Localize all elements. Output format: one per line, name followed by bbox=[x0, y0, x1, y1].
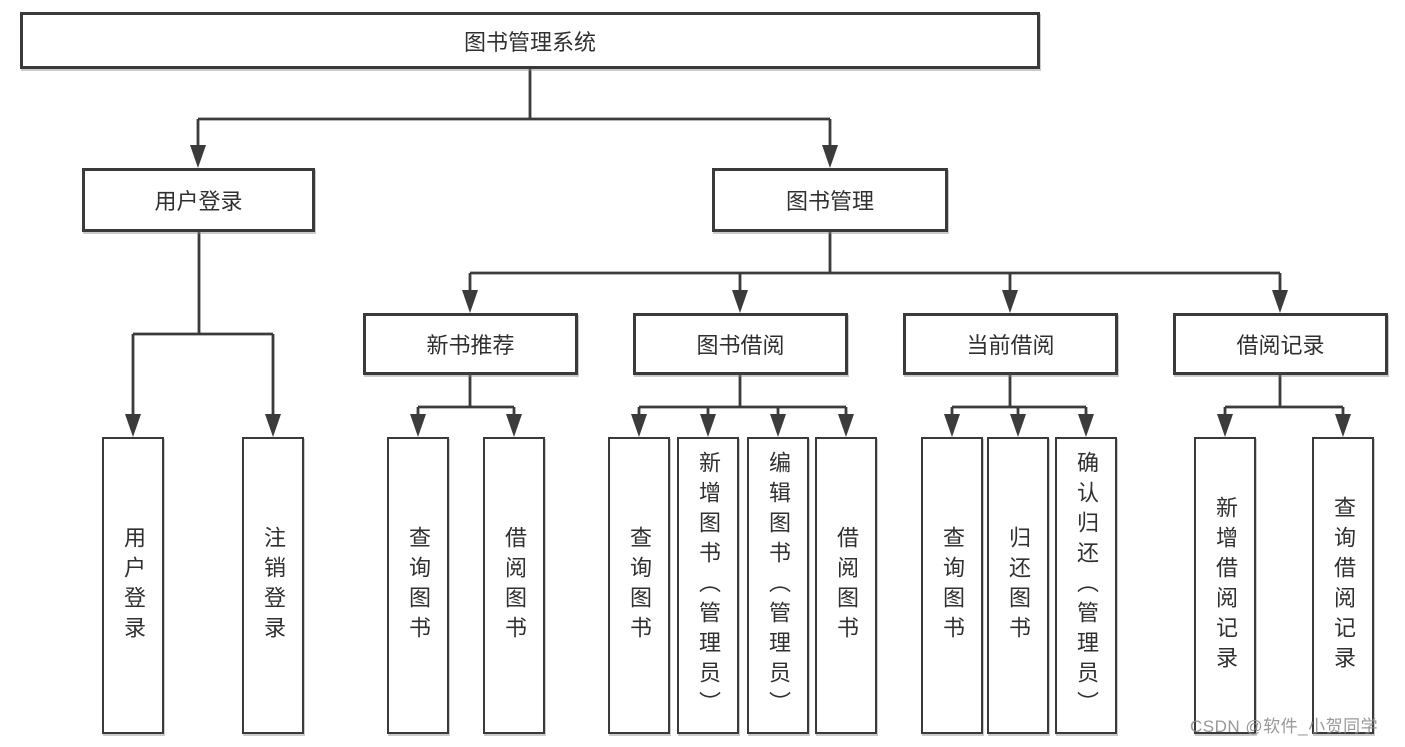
leaf-confirm-return-admin: 确认归还（管理员） bbox=[1055, 437, 1117, 734]
node-book-borrowing: 图书借阅 bbox=[633, 313, 848, 375]
leaf-label: 编辑图书（管理员） bbox=[766, 450, 791, 721]
leaf-label: 借阅图书 bbox=[502, 525, 527, 646]
connector-book-management bbox=[462, 232, 1288, 313]
node-new-books: 新书推荐 bbox=[363, 313, 578, 375]
leaf-label: 用户登录 bbox=[121, 525, 146, 646]
leaf-label: 查询图书 bbox=[627, 525, 652, 646]
leaf-label: 确认归还（管理员） bbox=[1074, 450, 1099, 721]
leaf-label: 借阅图书 bbox=[834, 525, 859, 646]
leaf-borrow-books-1: 借阅图书 bbox=[483, 437, 545, 734]
leaf-label: 新增借阅记录 bbox=[1213, 495, 1238, 676]
leaf-return-books: 归还图书 bbox=[987, 437, 1049, 734]
node-book-management: 图书管理 bbox=[712, 168, 948, 232]
leaf-label: 查询图书 bbox=[406, 525, 431, 646]
leaf-query-books-2: 查询图书 bbox=[608, 437, 670, 734]
node-user-login: 用户登录 bbox=[82, 168, 315, 232]
leaf-add-books-admin: 新增图书（管理员） bbox=[677, 437, 739, 734]
leaf-label: 归还图书 bbox=[1006, 525, 1031, 646]
leaf-label: 查询图书 bbox=[940, 525, 965, 646]
connector-book-borrowing bbox=[631, 375, 854, 437]
leaf-logout: 注销登录 bbox=[242, 437, 304, 734]
connector-new-books bbox=[410, 375, 522, 437]
connector-root bbox=[190, 69, 838, 168]
leaf-borrow-books-2: 借阅图书 bbox=[815, 437, 877, 734]
leaf-label: 新增图书（管理员） bbox=[696, 450, 721, 721]
node-current-borrowing: 当前借阅 bbox=[903, 313, 1118, 375]
leaf-user-login: 用户登录 bbox=[102, 437, 164, 734]
leaf-label: 查询借阅记录 bbox=[1331, 495, 1356, 676]
node-root: 图书管理系统 bbox=[20, 12, 1040, 69]
connector-user-login bbox=[125, 232, 281, 437]
leaf-query-books-1: 查询图书 bbox=[387, 437, 449, 734]
node-borrowing-records: 借阅记录 bbox=[1173, 313, 1388, 375]
leaf-query-borrow-record: 查询借阅记录 bbox=[1312, 437, 1374, 734]
connector-current-borrowing bbox=[944, 375, 1094, 437]
leaf-query-books-3: 查询图书 bbox=[921, 437, 983, 734]
leaf-edit-books-admin: 编辑图书（管理员） bbox=[747, 437, 809, 734]
csdn-watermark: CSDN @软件_小贺同学 bbox=[1190, 717, 1379, 736]
leaf-label: 注销登录 bbox=[261, 525, 286, 646]
connector-borrowing-records bbox=[1217, 375, 1351, 437]
leaf-add-borrow-record: 新增借阅记录 bbox=[1194, 437, 1256, 734]
